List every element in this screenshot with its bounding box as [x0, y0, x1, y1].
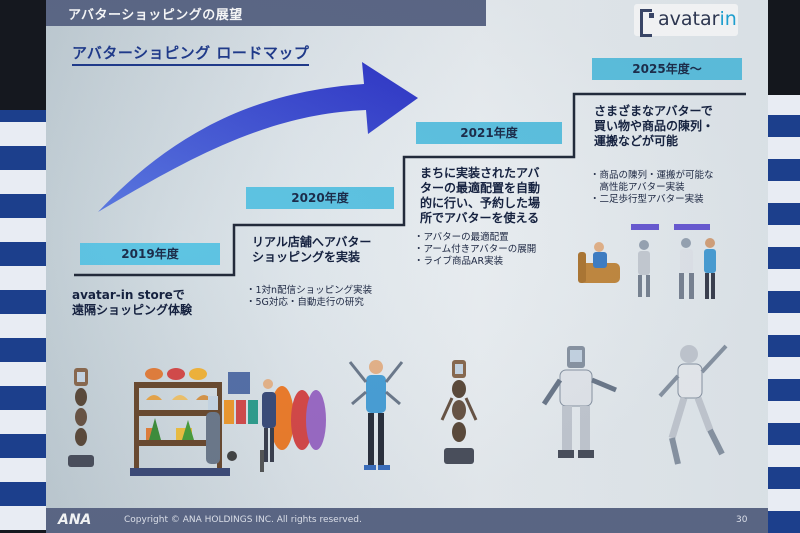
bullet-item: ・商品の陳列・運搬が可能な	[590, 170, 714, 181]
text-line: 的に行い、予約した場	[420, 196, 541, 210]
text-line: 遠隔ショッピング体験	[72, 303, 193, 317]
text-line: ターの最適配置を自動	[420, 181, 541, 195]
text-line: リアル店舗へアバター	[252, 235, 372, 249]
milestone-2021-bullets: ・アバターの最適配置 ・アーム付きアバターの展開 ・ライブ商品AR実装	[414, 232, 536, 268]
logo-suffix: in	[719, 8, 737, 30]
future-avatar-illustration	[578, 224, 716, 299]
room-wall-left	[0, 0, 46, 533]
bullet-item: ・アーム付きアバターの展開	[414, 244, 537, 255]
bullet-item: ・1対n配信ショッピング実装	[246, 285, 373, 296]
milestone-label-2025: 2025年度～	[592, 58, 742, 80]
text-line: さまざまなアバターで	[594, 104, 713, 118]
slide-header-title: アバターショッピングの展望	[68, 8, 243, 23]
milestone-label-2021: 2021年度	[416, 122, 562, 144]
slide-header-bar: アバターショッピングの展望	[46, 0, 486, 26]
text-line: まちに実装されたアバ	[420, 166, 540, 180]
avatar-robot-stack-2	[440, 360, 478, 464]
copyright-text: Copyright © ANA HOLDINGS INC. All rights…	[124, 515, 362, 525]
text-line: 所でアバターを使える	[420, 211, 540, 225]
checkered-curtain-left	[0, 110, 46, 530]
avatarin-logo-icon-dot	[649, 13, 654, 18]
ana-logo: ANA	[58, 512, 92, 528]
projected-slide: アバターショッピングの展望 avatarin アバターショピング ロードマップ	[46, 0, 768, 533]
humanoid-avatar-robot	[541, 346, 617, 458]
milestone-2020-bullets: ・1対n配信ショッピング実装 ・5G対応・自動走行の研究	[246, 285, 372, 309]
shop-scene-illustration	[130, 368, 326, 476]
avatar-robot-stack-1	[68, 368, 94, 467]
logo-prefix: avatar	[658, 8, 720, 30]
slide-footer-bar: ANA Copyright © ANA HOLDINGS INC. All ri…	[46, 508, 768, 533]
room-wall-right	[766, 0, 800, 533]
bullet-item: ・5G対応・自動走行の研究	[246, 297, 364, 308]
roadmap-graphics	[68, 62, 746, 476]
bipedal-avatar-robot	[658, 344, 728, 465]
text-line: ショッピングを実装	[252, 250, 361, 264]
text-line: 運搬などが可能	[594, 134, 679, 148]
checkered-curtain-right	[766, 95, 800, 533]
bullet-item: ・二足歩行型アバター実装	[590, 194, 704, 205]
text-line: avatar-in storeで	[72, 288, 185, 302]
milestone-label-2019: 2019年度	[80, 243, 220, 265]
milestone-2020-text: リアル店舗へアバター ショッピングを実装	[252, 235, 371, 265]
bullet-item: 高性能アバター実装	[590, 182, 685, 193]
page-number: 30	[736, 515, 748, 525]
avatarin-logo-text: avatarin	[658, 8, 737, 30]
milestone-2019-text: avatar-in storeで 遠隔ショッピング体験	[72, 288, 192, 318]
milestone-2025-bullets: ・商品の陳列・運搬が可能な 高性能アバター実装 ・二足歩行型アバター実装	[590, 170, 714, 206]
roadmap-heading: アバターショピング ロードマップ	[72, 42, 310, 66]
text-line: 買い物や商品の陳列・	[594, 119, 715, 133]
milestone-label-2020: 2020年度	[246, 187, 394, 209]
milestone-2021-text: まちに実装されたアバ ターの最適配置を自動 的に行い、予約した場 所でアバターを…	[420, 166, 540, 226]
bullet-item: ・ライブ商品AR実装	[414, 256, 504, 267]
multi-arm-avatar-person	[348, 360, 404, 470]
growth-arrow	[98, 62, 418, 212]
milestone-2025-text: さまざまなアバターで 買い物や商品の陳列・ 運搬などが可能	[594, 104, 714, 149]
bullet-item: ・アバターの最適配置	[414, 232, 509, 243]
roadmap-staircase-line	[74, 92, 746, 277]
avatarin-logo: avatarin	[634, 4, 738, 37]
avatarin-logo-icon	[640, 9, 652, 37]
